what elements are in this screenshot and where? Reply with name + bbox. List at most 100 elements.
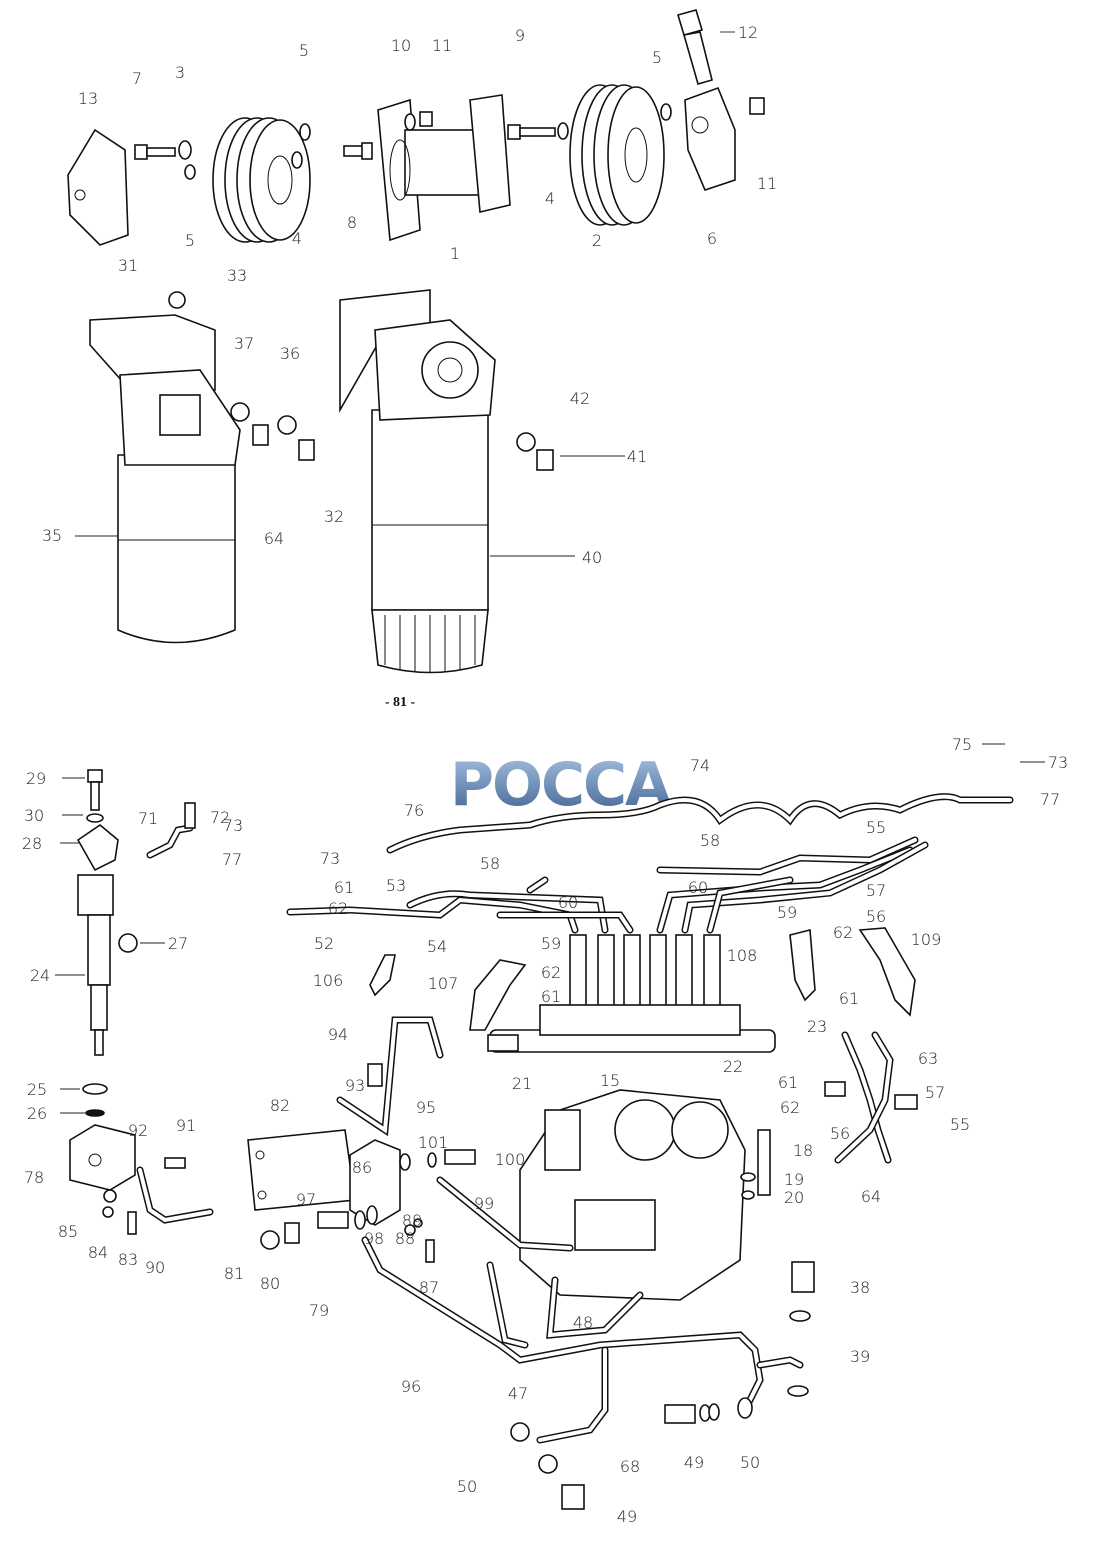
- callout-label: 5: [185, 231, 195, 250]
- callout-label: 86: [352, 1158, 372, 1177]
- callout-label: 90: [145, 1258, 165, 1277]
- callout-label: 15: [600, 1071, 620, 1090]
- callout-label: 50: [457, 1477, 477, 1496]
- callout-label: 5: [299, 41, 309, 60]
- fittings-100-101: [399, 1149, 476, 1171]
- callout-label: 85: [58, 1222, 78, 1241]
- callout-label: 3: [175, 63, 185, 82]
- bolt-12: [676, 9, 713, 85]
- callout-label: 11: [757, 174, 777, 193]
- callout-label: 6: [707, 229, 717, 248]
- callout-label: 62: [833, 923, 853, 942]
- callout-label: 84: [88, 1243, 108, 1262]
- callout-label: 20: [784, 1188, 804, 1207]
- callout-label: 107: [428, 974, 459, 993]
- callout-label: 76: [404, 801, 424, 820]
- callout-label: 12: [738, 23, 758, 42]
- callout-label: 61: [839, 989, 859, 1008]
- pulley-left: [212, 117, 311, 243]
- callout-label: 75: [952, 735, 972, 754]
- callout-label: 64: [264, 529, 284, 548]
- nut-11b: [749, 97, 765, 115]
- callout-label: 50: [740, 1453, 760, 1472]
- callout-label: 77: [222, 850, 242, 869]
- brackets-106-107-108-109: [369, 927, 916, 1031]
- washers-5-4: [291, 123, 311, 169]
- lines-63-64: [824, 1031, 918, 1164]
- callout-label: 61: [334, 878, 354, 897]
- callout-label: 95: [416, 1098, 436, 1117]
- washer-42-bolt-41: [516, 432, 554, 471]
- callout-label: 59: [777, 903, 797, 922]
- fuel-filter-35: [117, 369, 241, 644]
- fuel-filter-40: [371, 319, 496, 674]
- callout-label: 30: [24, 806, 44, 825]
- callout-label: 64: [861, 1187, 881, 1206]
- callout-label: 58: [700, 831, 720, 850]
- callout-label: 73: [1048, 753, 1068, 772]
- callout-label: 91: [176, 1116, 196, 1135]
- callout-label: 55: [866, 818, 886, 837]
- fuel-pump-15: [519, 1089, 746, 1301]
- callout-label: 78: [24, 1168, 44, 1187]
- callout-label: 21: [512, 1074, 532, 1093]
- callout-label: 53: [386, 876, 406, 895]
- callout-label: 82: [270, 1096, 290, 1115]
- injector-clamp-28: [76, 769, 119, 872]
- block-78: [69, 1124, 136, 1191]
- callout-label: 62: [328, 899, 348, 918]
- callout-label: 41: [627, 447, 647, 466]
- callout-label: 77: [1040, 790, 1060, 809]
- tensioner-6: [684, 86, 736, 191]
- washer-4b: [557, 122, 569, 140]
- callout-label: 33: [227, 266, 247, 285]
- page-number: - 81 -: [385, 695, 416, 710]
- callout-label: 99: [474, 1194, 494, 1213]
- callout-label: 31: [118, 256, 138, 275]
- leader-lines: [55, 31, 1045, 1114]
- callout-label: 63: [918, 1049, 938, 1068]
- callout-label: 13: [78, 89, 98, 108]
- callout-label: 5: [652, 48, 662, 67]
- pulley-right: [569, 84, 665, 226]
- callout-label: 71: [138, 809, 158, 828]
- callout-label: 87: [419, 1278, 439, 1297]
- fittings-49-50: [510, 1397, 753, 1510]
- callout-label: 83: [118, 1250, 138, 1269]
- callout-label: 68: [620, 1457, 640, 1476]
- callout-label: 72: [210, 808, 230, 827]
- callout-label: 48: [573, 1313, 593, 1332]
- callout-label: 27: [168, 934, 188, 953]
- callout-label: 40: [582, 548, 602, 567]
- washer-3: [178, 140, 192, 160]
- callout-label: 24: [30, 966, 50, 985]
- callout-label: 92: [128, 1121, 148, 1140]
- callout-label: 94: [328, 1025, 348, 1044]
- bracket-13: [67, 128, 129, 246]
- callout-label: 80: [260, 1274, 280, 1293]
- callout-label: 19: [784, 1170, 804, 1189]
- leak-off-line-71: [146, 802, 196, 859]
- callout-label: 42: [570, 389, 590, 408]
- callout-label: 79: [309, 1301, 329, 1320]
- callout-label: 49: [617, 1507, 637, 1526]
- callout-label: 74: [690, 756, 710, 775]
- line-90: [102, 1157, 214, 1235]
- callout-label: 62: [541, 963, 561, 982]
- return-line-74: [386, 793, 1014, 854]
- logo-text: РОССА: [450, 750, 672, 820]
- callout-label: 106: [313, 971, 344, 990]
- callout-label: 96: [401, 1377, 421, 1396]
- callout-label: 55: [950, 1115, 970, 1134]
- callout-label: 29: [26, 769, 46, 788]
- lines-93-94: [336, 1016, 444, 1137]
- callout-label: 57: [925, 1083, 945, 1102]
- callout-label: 73: [223, 816, 243, 835]
- callout-label: 56: [866, 907, 886, 926]
- callout-label: 60: [688, 878, 708, 897]
- injector-24: [77, 874, 138, 1056]
- washers-bolts-37-36-64-32: [230, 402, 315, 461]
- callout-label: 35: [42, 526, 62, 545]
